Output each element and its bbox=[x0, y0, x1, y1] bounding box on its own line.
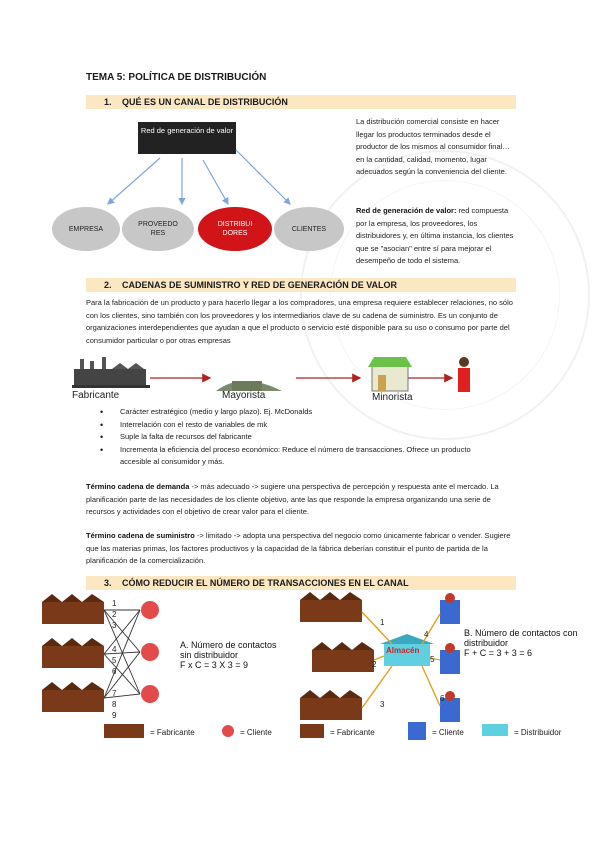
contact-number: 7 bbox=[112, 689, 117, 698]
contact-number: 5 bbox=[430, 655, 435, 664]
demand-chain-paragraph: Término cadena de demanda -> más adecuad… bbox=[86, 482, 499, 516]
contact-number: 1 bbox=[380, 618, 385, 627]
contact-number: 9 bbox=[112, 711, 117, 720]
contact-number: 4 bbox=[424, 630, 429, 639]
contact-number: 2 bbox=[372, 660, 377, 669]
warehouse-icon bbox=[380, 634, 434, 666]
node-empresa: EMPRESA bbox=[52, 207, 120, 251]
retailer-store-icon bbox=[368, 357, 412, 392]
legend-cliente-a: = Cliente bbox=[240, 728, 272, 737]
contact-number: 3 bbox=[112, 621, 117, 630]
list-item: Carácter estratégico (medio y largo plaz… bbox=[100, 406, 500, 419]
chain-label-fabricante: Fabricante bbox=[72, 390, 120, 401]
section-2-header: 2. CADENAS DE SUMINISTRO Y RED DE GENERA… bbox=[86, 278, 516, 292]
contact-number: 8 bbox=[112, 700, 117, 709]
supply-chain-paragraph: Término cadena de suministro -> limitado… bbox=[86, 531, 511, 565]
channel-features-list: Carácter estratégico (medio y largo plaz… bbox=[100, 406, 500, 469]
legend-distribuidor: = Distribuidor bbox=[514, 728, 562, 737]
contact-lines-b bbox=[361, 611, 441, 709]
client-icons-a bbox=[141, 601, 159, 703]
chain-label-mayorista: Mayorista bbox=[222, 390, 266, 401]
contacts-with-distributor: B. Número de contactos con distribuidor … bbox=[464, 628, 578, 658]
value-network-box: Red de generación de valor bbox=[138, 122, 236, 154]
legend-icons bbox=[104, 722, 508, 740]
supply-chain-illustration bbox=[72, 357, 470, 392]
legend-fabricante-b: = Fabricante bbox=[330, 728, 375, 737]
list-item: Interrelación con el resto de variables … bbox=[100, 419, 500, 432]
node-proveedores: PROVEEDO RES bbox=[122, 207, 194, 251]
page-title: TEMA 5: POLÍTICA DE DISTRIBUCIÓN bbox=[86, 72, 267, 83]
factory-icons-a bbox=[42, 602, 104, 712]
contact-number: 4 bbox=[112, 645, 117, 654]
value-network-definition: Red de generación de valor: red compuest… bbox=[356, 206, 514, 265]
chain-label-minorista: Minorista bbox=[372, 392, 413, 403]
contact-lines-a bbox=[103, 609, 141, 699]
contacts-without-distributor: A. Número de contactos sin distribuidor … bbox=[180, 640, 277, 670]
node-clientes: CLIENTES bbox=[274, 207, 344, 251]
contact-number: 1 bbox=[112, 599, 117, 608]
list-item: Suple la falta de recursos del fabricant… bbox=[100, 431, 500, 444]
almacen-label: Almacén bbox=[386, 646, 420, 655]
contact-number: 2 bbox=[112, 610, 117, 619]
factory-icons-b bbox=[300, 600, 374, 720]
contact-number: 3 bbox=[380, 700, 385, 709]
distribution-definition: La distribución comercial consiste en ha… bbox=[356, 117, 510, 176]
wholesaler-icon bbox=[216, 381, 282, 391]
client-icons-b bbox=[440, 593, 460, 722]
contact-number: 6 bbox=[112, 667, 117, 676]
supply-chain-intro: Para la fabricación de un producto y par… bbox=[86, 298, 513, 345]
section-3-header: 3. CÓMO REDUCIR EL NÚMERO DE TRANSACCION… bbox=[86, 576, 516, 590]
node-distribuidores: DISTRIBUI DORES bbox=[198, 207, 272, 251]
legend-cliente-b: = Cliente bbox=[432, 728, 464, 737]
legend-fabricante-a: = Fabricante bbox=[150, 728, 195, 737]
list-item: Incrementa la eficiencia del proceso eco… bbox=[100, 444, 500, 469]
factory-icon bbox=[72, 357, 150, 388]
contact-number: 6 bbox=[440, 694, 445, 703]
contact-number: 5 bbox=[112, 656, 117, 665]
customer-icon bbox=[458, 357, 470, 392]
section-1-header: 1. QUÉ ES UN CANAL DE DISTRIBUCIÓN bbox=[86, 95, 516, 109]
transactions-diagram bbox=[42, 592, 508, 740]
